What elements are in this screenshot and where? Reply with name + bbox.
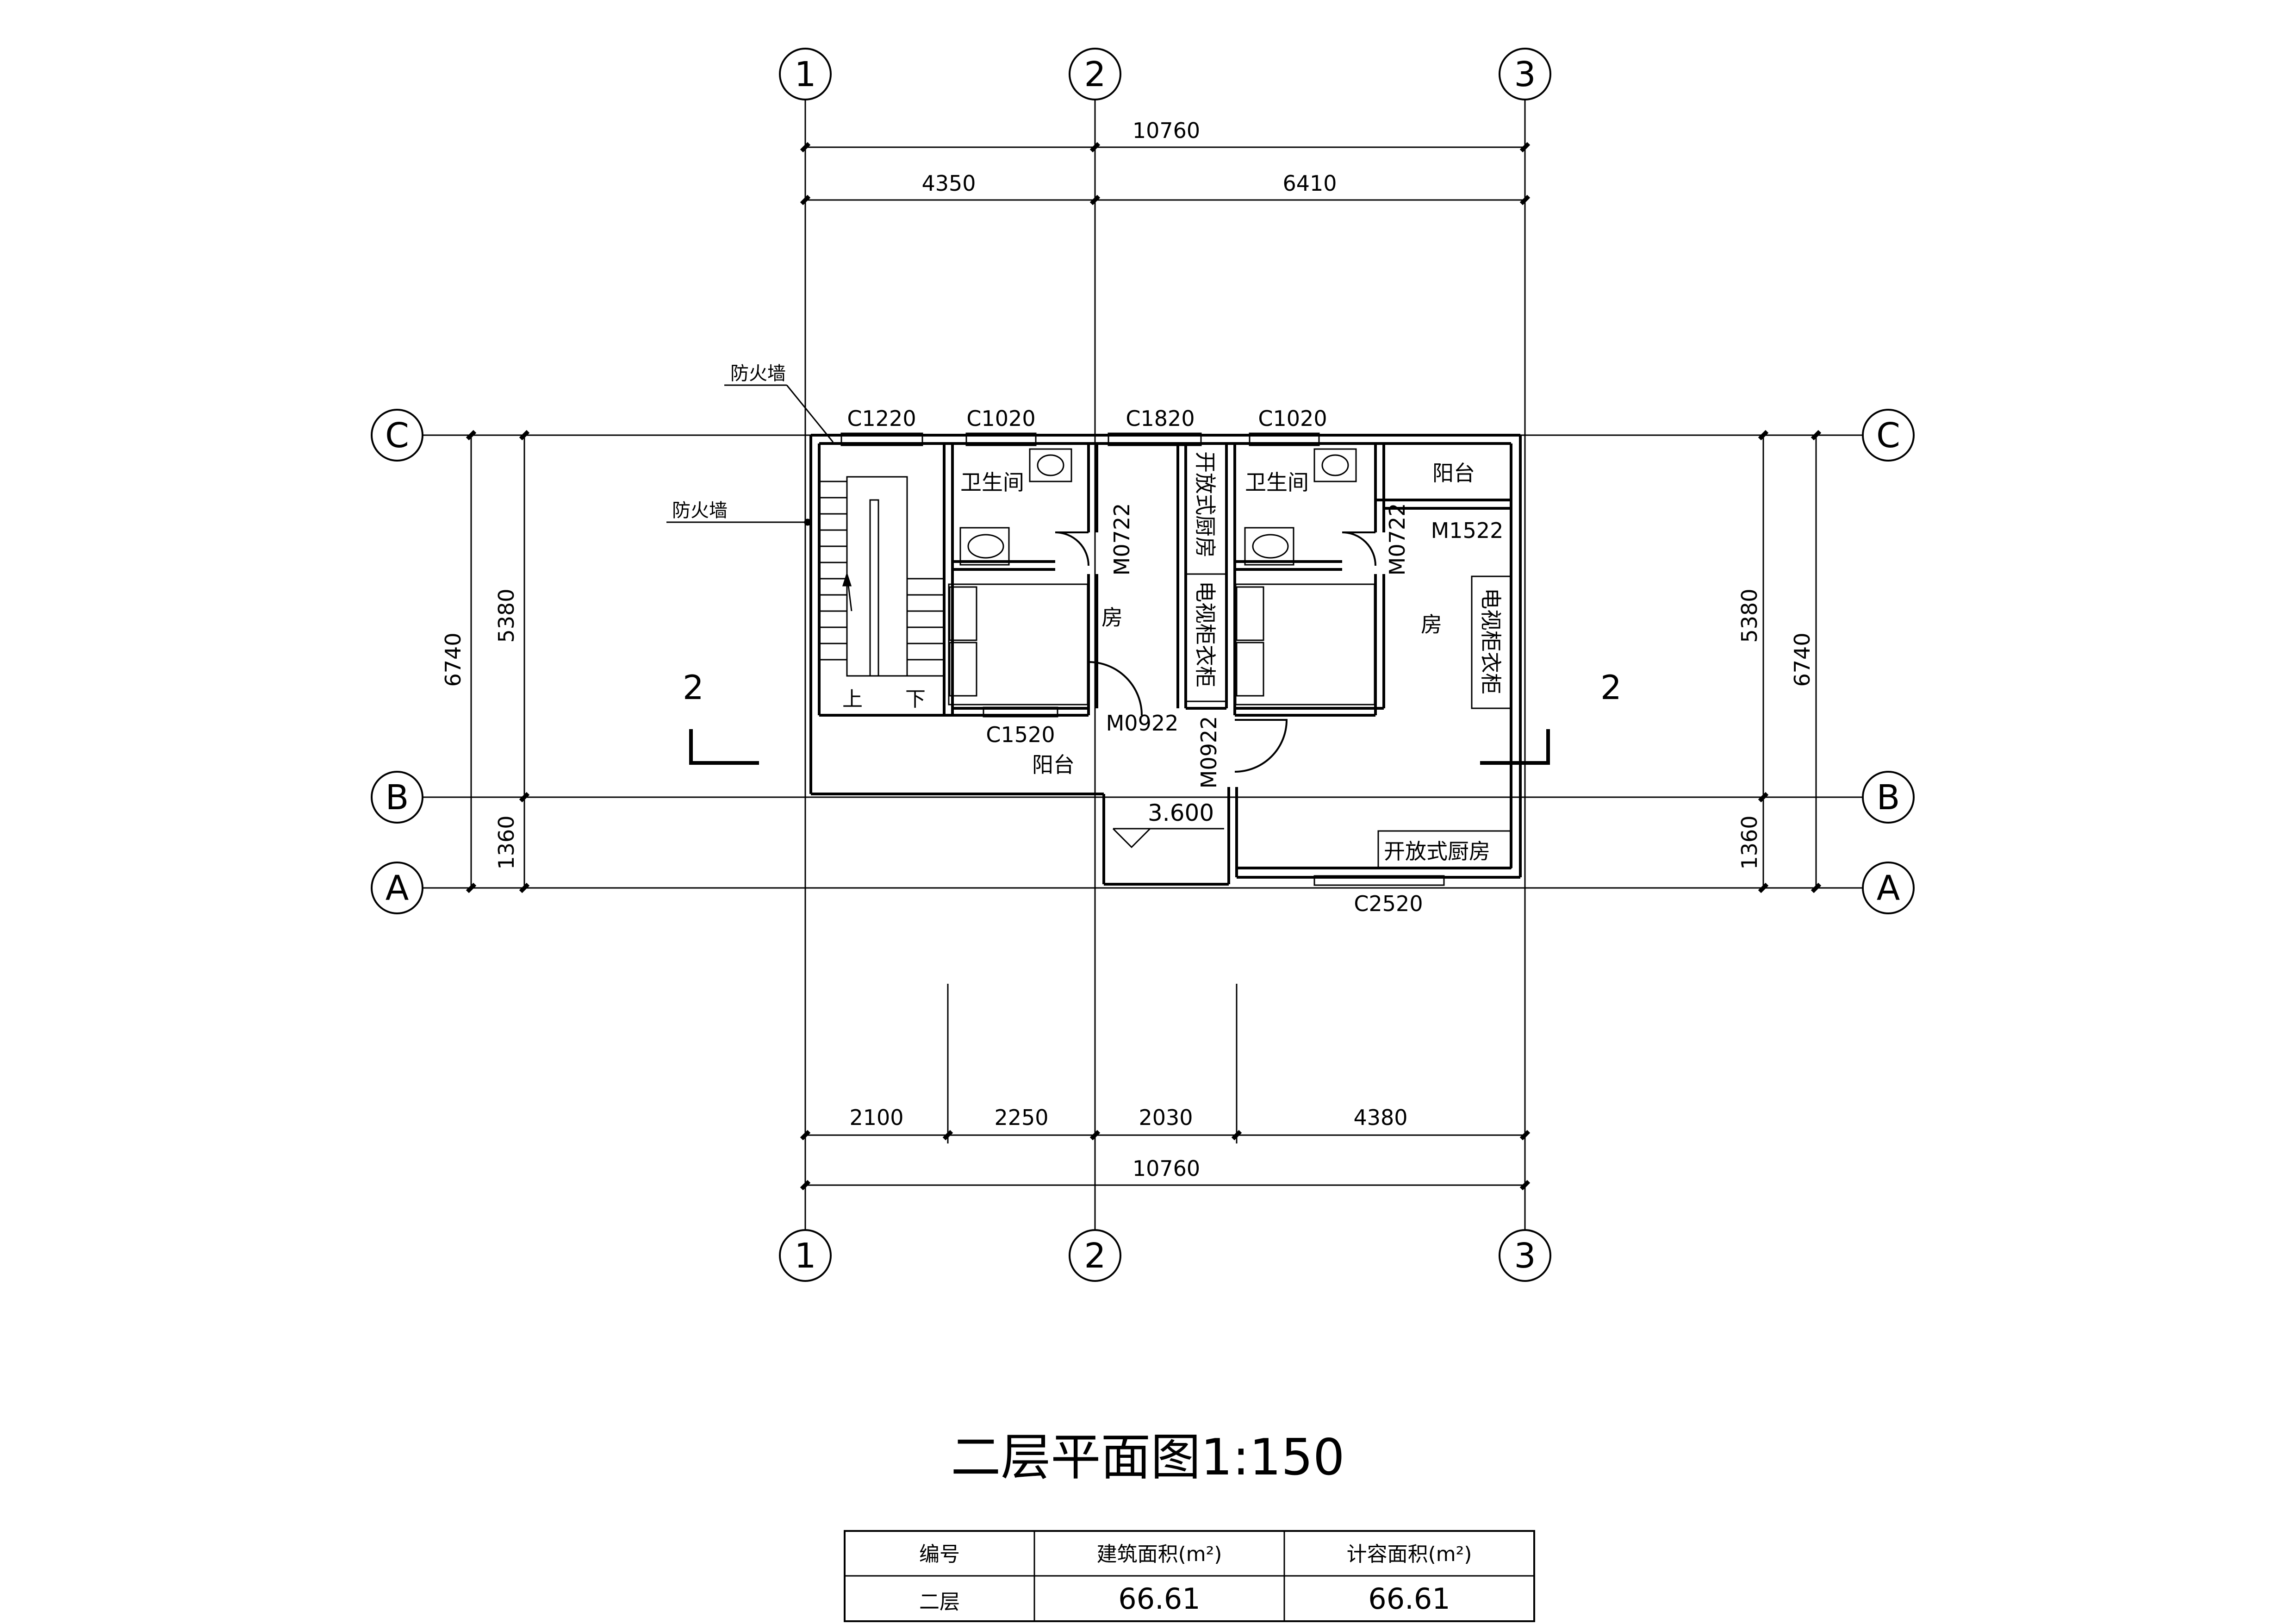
axis-label-c-left: C: [385, 416, 409, 456]
door-labels: M0722 M0722 M1522 M0922 M0922: [1106, 503, 1504, 789]
firewall-top-label: 防火墙: [730, 363, 786, 384]
dim-right-outer: 6740: [1790, 632, 1815, 687]
stair-down-label: 下: [905, 687, 926, 711]
dim-top-part-1: 4350: [921, 171, 976, 196]
dim-bottom-part-1: 2100: [849, 1105, 903, 1130]
axis-label-1-top: 1: [794, 55, 816, 94]
basin-left-icon: [1029, 448, 1072, 482]
dim-bottom-part-4: 4380: [1353, 1105, 1407, 1130]
dim-bottom-total: 10760: [1132, 1156, 1200, 1181]
window-labels: C1220 C1020 C1820 C1020 C1520 C2520: [847, 406, 1423, 916]
table-header-building-area: 建筑面积(m²): [1097, 1543, 1222, 1566]
basin-right-icon: [1313, 448, 1357, 482]
table-cell-counted-area: 66.61: [1368, 1582, 1450, 1616]
room-labels: 卫生间 卫生间 阳台 阳台 房 房 开放式厨房 开放式厨房 电视柜衣柜 电视柜衣…: [960, 451, 1503, 864]
dim-bottom-part-2: 2250: [994, 1105, 1048, 1130]
bed-left-icon: [948, 583, 1089, 706]
axis-bubbles: [371, 48, 1915, 1282]
window-c1020-left: C1020: [966, 406, 1035, 431]
table-header-id: 编号: [919, 1543, 960, 1566]
dim-right-inner: 5380: [1737, 588, 1762, 643]
room-balcony-top: 阳台: [1432, 461, 1475, 486]
axis-label-3-bottom: 3: [1514, 1236, 1536, 1276]
area-table: 编号 建筑面积(m²) 计容面积(m²) 二层 66.61 66.61: [844, 1530, 1535, 1622]
room-right: 房: [1421, 612, 1442, 637]
window-c2520: C2520: [1354, 891, 1423, 916]
door-m1522: M1522: [1431, 518, 1504, 543]
kitchen-counter-icon: [1377, 830, 1512, 869]
window-c1220: C1220: [847, 406, 916, 431]
door-m0922-right: M0922: [1196, 716, 1221, 789]
tv-cabinet-left-icon: [1185, 573, 1227, 702]
door-m0922-left: M0922: [1106, 711, 1179, 736]
dimension-lines: [470, 146, 1817, 1186]
dim-top-part-2: 6410: [1282, 171, 1337, 196]
stair-up-label: 上: [842, 687, 863, 711]
toilet-left-icon: [959, 527, 1010, 566]
room-kitchen-top: 开放式厨房: [1193, 451, 1218, 558]
table-cell-floor: 二层: [919, 1590, 960, 1614]
table-cell-building-area: 66.61: [1118, 1582, 1201, 1616]
room-left: 房: [1101, 605, 1123, 630]
door-m0722-right: M0722: [1385, 503, 1410, 576]
axis-label-2-top: 2: [1084, 55, 1106, 94]
dimension-ticks: [466, 142, 1822, 1191]
dim-left-outer: 6740: [441, 632, 466, 687]
window-c1520: C1520: [986, 722, 1055, 747]
section-right-label: 2: [1600, 668, 1622, 707]
firewall-left-label: 防火墙: [672, 500, 728, 521]
dim-bottom-part-3: 2030: [1139, 1105, 1193, 1130]
axis-labels: 1 2 3 1 2 3 C B A C B A: [385, 55, 1900, 1276]
door-m0722-left: M0722: [1109, 503, 1134, 576]
section-markers: 2 2: [683, 668, 1622, 765]
dimension-texts: 10760 4350 6410 2100 2250 2030 4380 1076…: [441, 118, 1815, 1181]
firewall-labels: 防火墙 防火墙: [672, 363, 786, 521]
elevation-marker: 3.600: [1112, 800, 1224, 849]
axis-label-a-right: A: [1877, 868, 1900, 908]
elevation-text: 3.600: [1148, 800, 1214, 826]
fixtures: [948, 448, 1512, 869]
dim-left-lower: 1360: [494, 815, 519, 869]
axis-label-b-left: B: [386, 778, 409, 818]
room-tv-cabinet-left: 电视柜衣柜: [1193, 581, 1218, 687]
axis-label-b-right: B: [1877, 778, 1900, 818]
window-c1820: C1820: [1126, 406, 1195, 431]
page-title: 二层平面图1:150: [951, 1429, 1344, 1487]
room-kitchen-bottom: 开放式厨房: [1384, 839, 1490, 864]
axis-label-a-left: A: [386, 868, 409, 908]
window-c1020-right: C1020: [1258, 406, 1327, 431]
dim-left-inner: 5380: [494, 588, 519, 643]
window-openings: [840, 432, 1445, 886]
toilet-right-icon: [1244, 527, 1294, 566]
axis-label-3-top: 3: [1514, 55, 1536, 94]
axis-label-1-bottom: 1: [794, 1236, 816, 1276]
axis-label-2-bottom: 2: [1084, 1236, 1106, 1276]
room-bathroom-right: 卫生间: [1245, 470, 1309, 495]
room-balcony-bottom: 阳台: [1032, 752, 1075, 777]
room-tv-cabinet-right: 电视柜衣柜: [1478, 588, 1503, 694]
tv-cabinet-right-icon: [1471, 575, 1512, 709]
dim-right-lower: 1360: [1737, 815, 1762, 869]
stair-labels: 上 下: [842, 687, 926, 711]
door-swings: [1055, 507, 1511, 773]
dim-top-total: 10760: [1132, 118, 1200, 143]
firewall-leaders: [666, 384, 834, 526]
axis-grid: [423, 100, 1863, 1229]
table-header-counted-area: 计容面积(m²): [1347, 1543, 1472, 1566]
room-bathroom-left: 卫生间: [960, 470, 1024, 495]
bed-right-icon: [1235, 583, 1375, 706]
section-left-label: 2: [683, 668, 704, 707]
staircase: [819, 476, 944, 677]
axis-label-c-right: C: [1876, 416, 1900, 456]
